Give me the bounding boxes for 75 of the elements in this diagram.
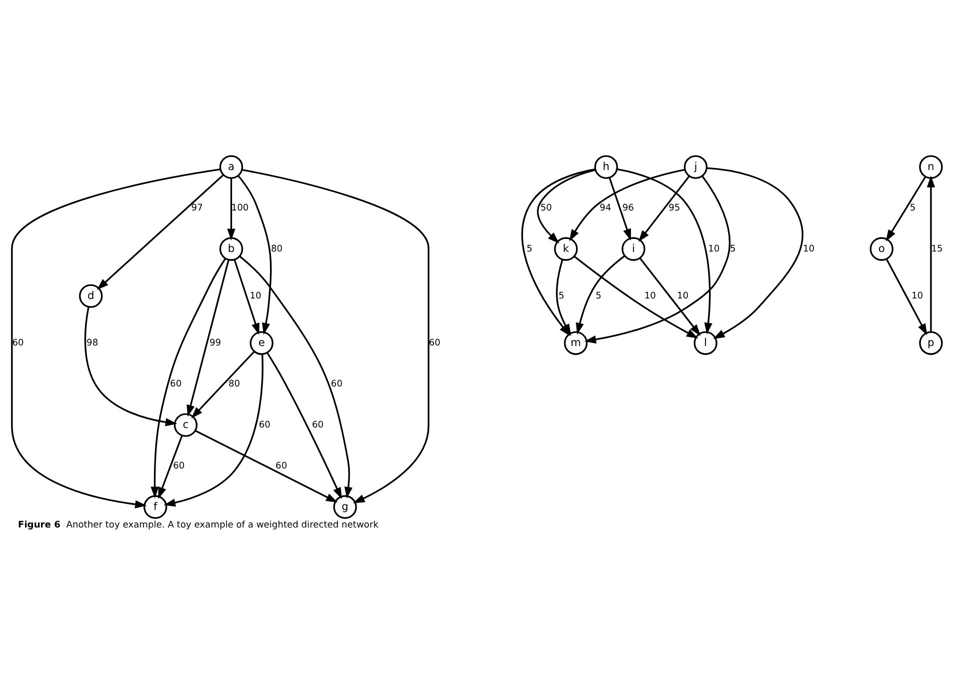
- arrow: [186, 259, 230, 416]
- edge-label: 60: [330, 378, 343, 389]
- edge-label: 15: [931, 244, 943, 254]
- edge-label: 80: [270, 244, 283, 254]
- node-circle: n: [919, 154, 943, 178]
- edge-label: 5: [596, 290, 602, 301]
- arrow: [886, 176, 926, 241]
- arrow: [158, 434, 183, 498]
- edge-label: 97: [191, 202, 203, 213]
- arrow: [96, 174, 224, 290]
- arrow: [638, 175, 690, 242]
- arrow: [576, 254, 626, 334]
- edge-label: 60: [258, 420, 270, 430]
- arrow: [266, 352, 342, 499]
- edge-label: 10: [802, 244, 815, 254]
- arrow: [150, 258, 226, 498]
- arrow: [234, 258, 260, 334]
- caption: Figure 6 Another toy example. A toy example of a weighted directed network: [18, 520, 378, 530]
- arrow: [886, 258, 928, 335]
- arrow: [569, 168, 686, 241]
- edge-label: 5: [730, 244, 736, 254]
- node-circle: e: [250, 330, 274, 354]
- arrow: [537, 168, 596, 243]
- arrow: [608, 176, 631, 240]
- edge-label: 60: [312, 420, 324, 430]
- node-circle: d: [79, 284, 103, 308]
- node-circle: k: [554, 236, 578, 260]
- edge-label: 5: [910, 202, 916, 213]
- edge-label: 99: [210, 338, 222, 348]
- node-circle: j: [684, 154, 708, 178]
- edge-label: 80: [228, 378, 240, 389]
- arrow: [706, 166, 804, 338]
- edge-label: 10: [250, 290, 262, 301]
- node-circle: p: [919, 330, 943, 354]
- edge-label: 98: [86, 338, 98, 348]
- node-circle: m: [564, 330, 588, 354]
- arrow: [584, 175, 731, 344]
- arrow: [926, 175, 936, 332]
- edge-label: 94: [600, 202, 612, 213]
- node-circle: b: [219, 236, 244, 260]
- arrow: [616, 168, 712, 334]
- edge-label: 50: [540, 202, 552, 213]
- node-circle: a: [219, 154, 244, 178]
- arrow: [242, 168, 430, 503]
- node-circle: o: [870, 236, 894, 260]
- node-circle: f: [144, 494, 168, 518]
- edge-label: 95: [668, 202, 680, 213]
- node-circle: l: [694, 330, 718, 354]
- edge-label: 10: [911, 290, 924, 301]
- arrow: [239, 255, 352, 498]
- edge-label: 10: [676, 290, 689, 301]
- node-circle: g: [333, 494, 357, 518]
- node-circle: h: [594, 154, 618, 178]
- arrow: [191, 350, 255, 418]
- arrow: [164, 354, 264, 506]
- edge-label: 5: [526, 244, 532, 254]
- arrow: [84, 306, 178, 426]
- arrow: [639, 256, 701, 336]
- edge-label: 10: [708, 244, 720, 254]
- edge-label: 5: [558, 290, 564, 301]
- arrow: [11, 168, 220, 508]
- node-circle: c: [174, 412, 198, 436]
- edge-label: 60: [173, 460, 185, 471]
- arrow: [574, 255, 698, 338]
- arrow: [195, 429, 338, 502]
- edge-label: 60: [12, 338, 24, 348]
- edge-label: 10: [644, 290, 656, 301]
- node-circle: i: [622, 236, 646, 260]
- edge-label: 60: [276, 460, 288, 471]
- edge-label: 60: [170, 378, 182, 389]
- edge-label: 60: [428, 338, 440, 348]
- edge-label: 100: [231, 202, 249, 213]
- arrow: [238, 174, 272, 334]
- edge-label: 96: [622, 202, 634, 213]
- arrow: [227, 178, 236, 240]
